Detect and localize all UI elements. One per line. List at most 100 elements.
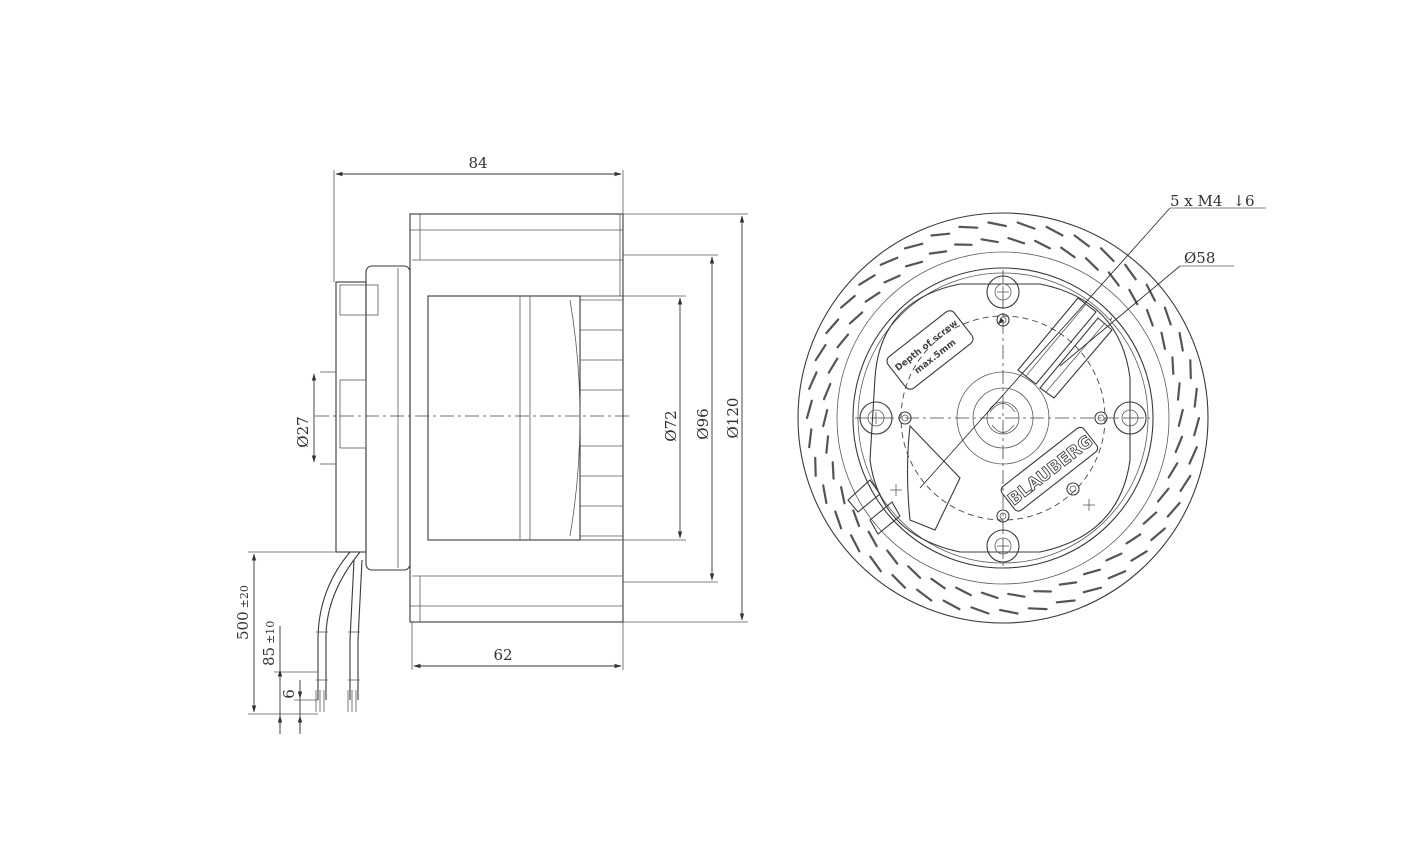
dim-diameter-96: Ø96 xyxy=(694,408,712,439)
impeller-blade xyxy=(822,382,832,401)
impeller-blade xyxy=(930,232,951,237)
impeller-blade xyxy=(1105,552,1123,562)
impeller-blade xyxy=(1027,607,1048,611)
leader-m4 xyxy=(919,207,1171,489)
motor-body xyxy=(427,295,581,541)
screw-right xyxy=(1113,401,1147,435)
connector-housing xyxy=(335,281,367,553)
impeller-blade xyxy=(850,534,861,553)
label-bolt-circle: Ø58 xyxy=(1184,249,1215,267)
screw-top xyxy=(986,275,1020,309)
impeller-blade xyxy=(867,530,878,548)
impeller-blade xyxy=(883,274,901,284)
impeller-blade xyxy=(822,484,828,505)
impeller-blade xyxy=(1007,592,1026,598)
impeller-outer-circle xyxy=(797,212,1209,624)
impeller-blade xyxy=(891,573,907,589)
cable-exit xyxy=(1017,297,1113,399)
impeller-blade xyxy=(1145,308,1154,327)
impeller-blade xyxy=(1058,581,1078,586)
impeller-blade xyxy=(825,435,830,454)
leader-bolt-circle xyxy=(1059,265,1181,367)
impeller-blade xyxy=(1082,586,1103,594)
impeller-blade xyxy=(942,599,961,611)
impeller-blade xyxy=(1145,283,1156,302)
impeller-blade xyxy=(836,333,850,349)
impeller-blade xyxy=(840,294,856,309)
impeller-blade xyxy=(864,291,881,303)
dim-diameter-120: Ø120 xyxy=(724,398,742,439)
impeller-blade xyxy=(987,221,1007,228)
impeller-blade xyxy=(1188,446,1198,465)
impeller-blade xyxy=(1084,257,1099,271)
impeller-blade xyxy=(834,510,843,530)
impeller-blade xyxy=(928,250,948,255)
impeller-blade xyxy=(1160,331,1166,350)
dim-diameter-27: Ø27 xyxy=(294,416,312,447)
impeller-blade xyxy=(1007,237,1026,245)
impeller-blades-bottom xyxy=(412,539,623,622)
dim-strip-length: 85±10 xyxy=(260,621,278,666)
impeller-blade xyxy=(930,577,946,590)
impeller-blade xyxy=(1099,247,1115,263)
impeller-blade xyxy=(1142,511,1158,525)
impeller-outline xyxy=(409,213,624,623)
impeller-blade xyxy=(1082,568,1101,576)
impeller-blade xyxy=(1156,487,1170,503)
m4-holes xyxy=(898,313,1108,523)
mounting-flange xyxy=(365,265,411,571)
impeller-blade xyxy=(958,225,979,229)
impeller-blade xyxy=(1150,527,1166,542)
impeller-blade xyxy=(1166,501,1181,518)
impeller-blade xyxy=(886,549,899,565)
ground-symbols xyxy=(890,484,1095,511)
impeller-blade xyxy=(858,274,876,286)
label-mount-screws: 5 x M4↓6 xyxy=(1170,192,1255,210)
impeller-blade xyxy=(907,565,922,579)
impeller-blade xyxy=(840,486,846,505)
dim-cable-length: 500±20 xyxy=(234,585,252,640)
impeller-blade xyxy=(848,311,864,325)
impeller-blade xyxy=(1055,599,1076,604)
impeller-blade xyxy=(1124,263,1137,281)
impeller-blade xyxy=(1176,382,1181,401)
impeller-blade xyxy=(1179,474,1192,492)
impeller-blade xyxy=(1128,288,1139,306)
brand-plate: BLAUBERG xyxy=(1000,426,1099,512)
impeller-blade xyxy=(916,588,933,602)
impeller-blade xyxy=(879,256,899,266)
impeller-blade xyxy=(970,606,990,615)
impeller-blades-top xyxy=(412,214,623,537)
impeller-blade xyxy=(1193,387,1198,408)
impeller-blade xyxy=(869,555,882,573)
side-view: 84 62 Ø120 Ø96 Ø72 Ø27 500±20 xyxy=(234,154,748,734)
dim-impeller-depth: 62 xyxy=(493,646,512,664)
impeller-blade xyxy=(1177,408,1184,427)
impeller-blade xyxy=(1193,416,1201,437)
impeller-blade xyxy=(1174,435,1184,454)
impeller-inner-circle xyxy=(836,251,1170,585)
impeller-blade xyxy=(955,586,972,597)
impeller-blade xyxy=(808,428,813,449)
impeller-blade xyxy=(814,456,817,477)
brand-logo: BLAUBERG xyxy=(1004,432,1097,510)
impeller-blade xyxy=(1178,331,1184,352)
base-plate xyxy=(852,267,1154,569)
impeller-blade xyxy=(822,409,829,428)
impeller-blade xyxy=(1107,570,1127,580)
screw-bottom xyxy=(986,529,1020,563)
impeller-blade xyxy=(1189,359,1192,380)
motor-housing xyxy=(869,283,1131,553)
impeller-blade xyxy=(1060,246,1076,259)
front-view: Depth of screw max.5mm BLAUBERG 5 x M4↓6… xyxy=(797,192,1266,624)
dim-diameter-72: Ø72 xyxy=(662,410,680,441)
impeller-blade xyxy=(827,357,839,374)
impeller-blade xyxy=(1034,239,1051,250)
impeller-blade xyxy=(1125,533,1142,545)
impeller-blade xyxy=(852,509,861,528)
cable-1 xyxy=(317,551,351,700)
impeller-blade xyxy=(980,238,999,244)
impeller-blades xyxy=(805,221,1201,615)
impeller-blade xyxy=(999,608,1019,615)
